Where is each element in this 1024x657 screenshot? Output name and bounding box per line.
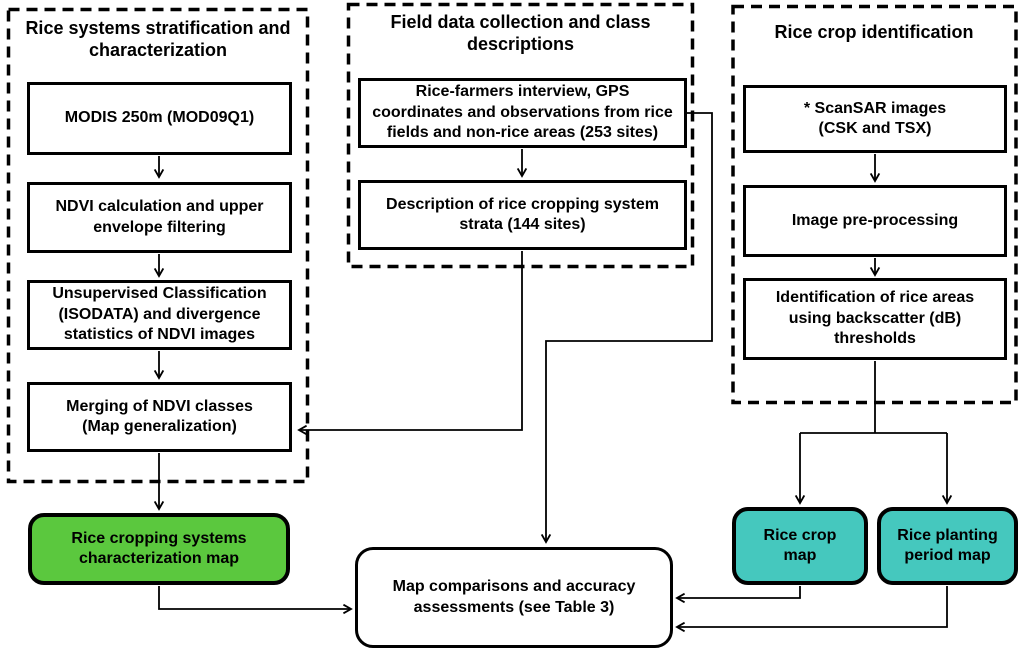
output-rice-cropping-systems-map: Rice cropping systems characterization m… (28, 513, 290, 585)
left-panel-title: Rice systems stratification and characte… (25, 18, 291, 60)
box-unsupervised-classification: Unsupervised Classification (ISODATA) an… (27, 280, 292, 350)
output-rice-crop-map: Rice crop map (732, 507, 868, 585)
box-map-comparisons-assessment: Map comparisons and accuracy assessments… (355, 547, 673, 648)
box-rice-farmers-interview: Rice-farmers interview, GPS coordinates … (358, 78, 687, 148)
box-scansar-images: * ScanSAR images (CSK and TSX) (743, 85, 1007, 153)
middle-panel-title: Field data collection and class descript… (390, 12, 651, 54)
box-identification-rice-areas: Identification of rice areas using backs… (743, 278, 1007, 360)
box-description-strata: Description of rice cropping system stra… (358, 180, 687, 250)
left-panel-dashed-border (6, 7, 310, 484)
arrow-rice-planting-map-to-assessment (675, 586, 948, 633)
arrow-green-map-to-assessment (158, 586, 353, 615)
box-image-preprocessing: Image pre-processing (743, 185, 1007, 257)
arrow-rice-crop-map-to-assessment (675, 586, 801, 604)
arrow-description-to-merging (297, 251, 523, 436)
output-rice-planting-period-map: Rice planting period map (877, 507, 1018, 585)
arrow-interview-to-assessment (540, 112, 713, 544)
box-merging-ndvi-classes: Merging of NDVI classes (Map generalizat… (27, 382, 292, 452)
box-ndvi-calculation: NDVI calculation and upper envelope filt… (27, 182, 292, 253)
right-panel-title: Rice crop identification (774, 22, 974, 42)
box-modis-250m: MODIS 250m (MOD09Q1) (27, 82, 292, 155)
line-identification-branch (800, 361, 947, 434)
middle-panel-dashed-border (346, 2, 695, 269)
